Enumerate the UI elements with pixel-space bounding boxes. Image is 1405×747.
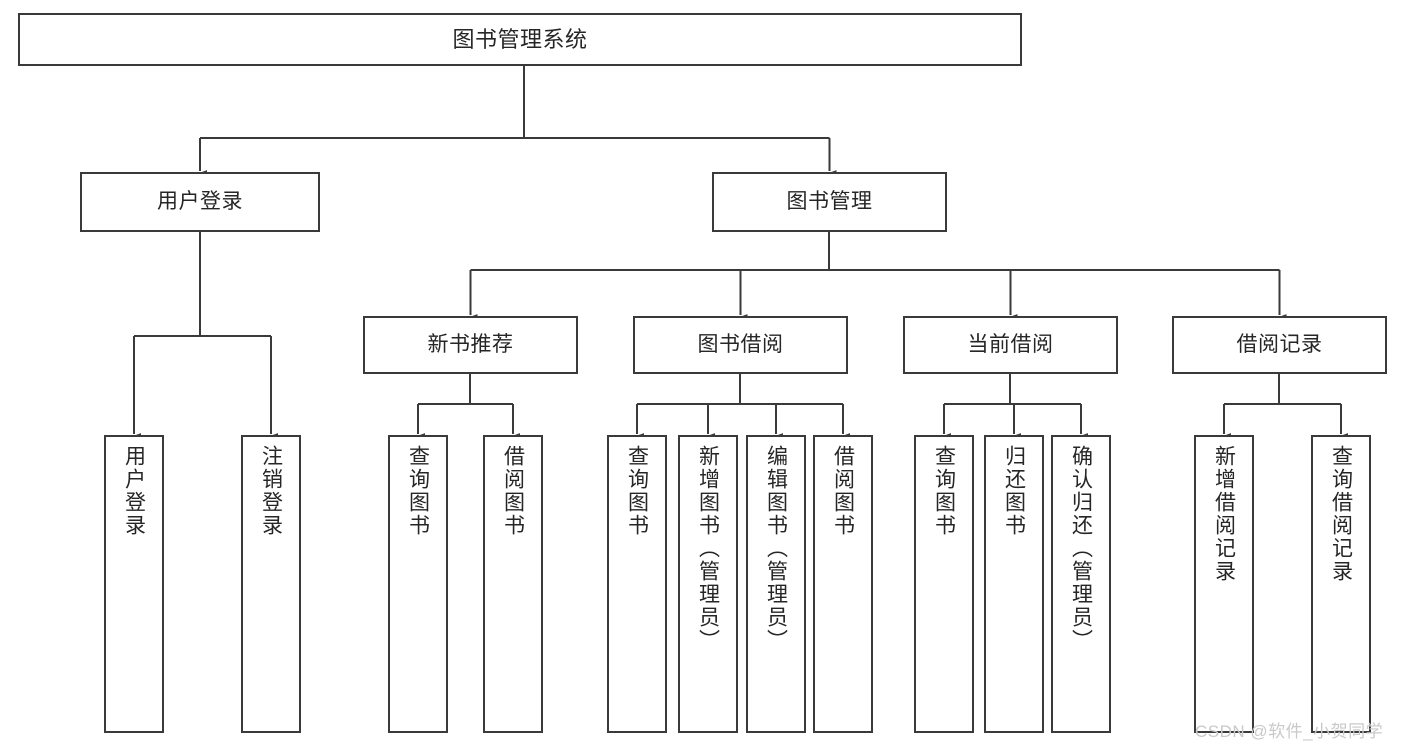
node-label-new-book-rec: 新书推荐 bbox=[427, 332, 514, 356]
node-label-borrow-borrow-book: 借阅图书 bbox=[831, 445, 855, 537]
node-label-user-login: 用户登录 bbox=[157, 189, 243, 213]
node-label-borrow-record: 借阅记录 bbox=[1236, 332, 1323, 356]
node-new-book-rec[interactable]: 新书推荐 bbox=[363, 316, 578, 374]
node-rec-query-record[interactable]: 查询借阅记录 bbox=[1311, 435, 1371, 733]
node-cur-query-book[interactable]: 查询图书 bbox=[914, 435, 974, 733]
node-label-user-login-do: 用户登录 bbox=[122, 445, 146, 537]
node-label-cur-confirm-return: 确认归还（管理员） bbox=[1069, 445, 1093, 652]
node-user-login-do[interactable]: 用户登录 bbox=[104, 435, 164, 733]
node-label-root: 图书管理系统 bbox=[452, 26, 588, 52]
node-current-borrow[interactable]: 当前借阅 bbox=[903, 316, 1118, 374]
node-cur-return-book[interactable]: 归还图书 bbox=[984, 435, 1044, 733]
node-label-rec-add-record: 新增借阅记录 bbox=[1212, 445, 1236, 583]
node-label-borrow-query-book: 查询图书 bbox=[625, 445, 649, 537]
csdn-watermark: CSDN @软件_小贺同学 bbox=[1195, 722, 1384, 741]
node-borrow-record[interactable]: 借阅记录 bbox=[1172, 316, 1387, 374]
node-borrow-borrow-book[interactable]: 借阅图书 bbox=[813, 435, 873, 733]
node-label-current-borrow: 当前借阅 bbox=[967, 332, 1054, 356]
node-rec-query-book[interactable]: 查询图书 bbox=[388, 435, 448, 733]
node-label-book-manage: 图书管理 bbox=[786, 189, 873, 213]
node-user-login[interactable]: 用户登录 bbox=[80, 172, 320, 232]
node-label-rec-query-record: 查询借阅记录 bbox=[1329, 445, 1353, 583]
node-rec-borrow-book[interactable]: 借阅图书 bbox=[483, 435, 543, 733]
node-label-borrow-add-book: 新增图书（管理员） bbox=[696, 445, 720, 652]
node-user-logout[interactable]: 注销登录 bbox=[241, 435, 301, 733]
node-label-user-logout: 注销登录 bbox=[259, 445, 283, 537]
node-book-manage[interactable]: 图书管理 bbox=[712, 172, 947, 232]
node-rec-add-record[interactable]: 新增借阅记录 bbox=[1194, 435, 1254, 733]
node-label-cur-query-book: 查询图书 bbox=[932, 445, 956, 537]
node-label-rec-query-book: 查询图书 bbox=[406, 445, 430, 537]
node-borrow-edit-book[interactable]: 编辑图书（管理员） bbox=[746, 435, 806, 733]
node-label-rec-borrow-book: 借阅图书 bbox=[501, 445, 525, 537]
node-book-borrow[interactable]: 图书借阅 bbox=[633, 316, 848, 374]
node-cur-confirm-return[interactable]: 确认归还（管理员） bbox=[1051, 435, 1111, 733]
node-root[interactable]: 图书管理系统 bbox=[18, 13, 1022, 66]
node-borrow-query-book[interactable]: 查询图书 bbox=[607, 435, 667, 733]
node-label-borrow-edit-book: 编辑图书（管理员） bbox=[764, 445, 788, 652]
node-borrow-add-book[interactable]: 新增图书（管理员） bbox=[678, 435, 738, 733]
node-label-cur-return-book: 归还图书 bbox=[1002, 445, 1026, 537]
node-label-book-borrow: 图书借阅 bbox=[697, 332, 784, 356]
